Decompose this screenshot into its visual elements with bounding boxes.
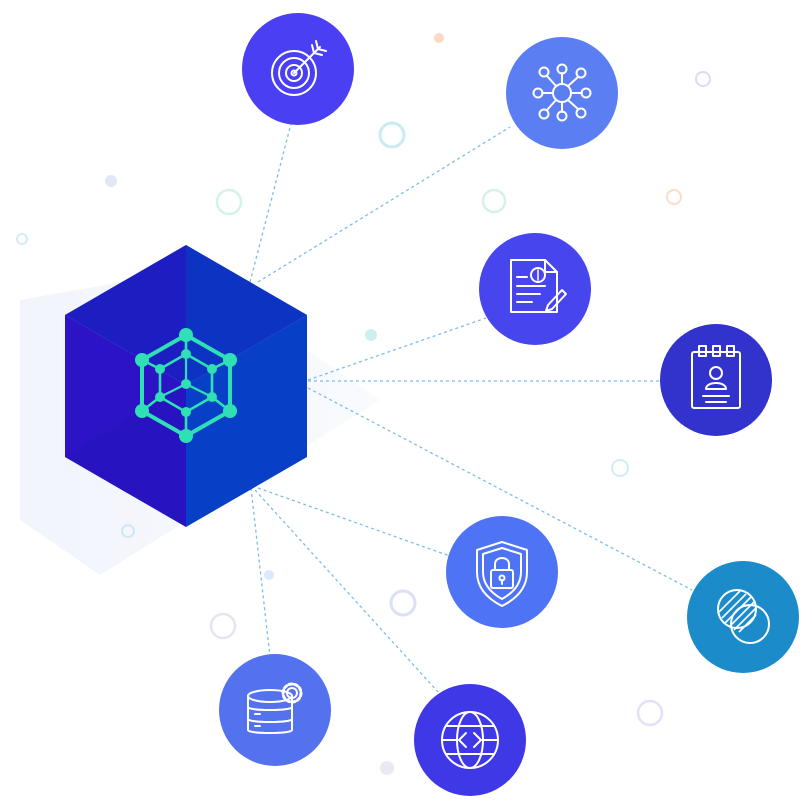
connector-network — [257, 126, 511, 283]
node-database — [219, 654, 331, 766]
connector-shield — [257, 487, 451, 557]
ring-gray — [209, 612, 237, 640]
node-circles — [687, 561, 799, 673]
ring-sky — [611, 459, 629, 477]
signed-invoice-icon — [510, 259, 567, 313]
connector-lines — [249, 119, 693, 693]
ring-sky-2 — [121, 524, 135, 538]
connector-circles — [307, 387, 693, 591]
ring-lilac-2 — [636, 699, 664, 727]
decorative-dots — [16, 33, 711, 775]
central-hub — [65, 245, 307, 527]
dot-peach — [434, 33, 444, 43]
node-profile — [660, 324, 772, 436]
ring-small — [16, 233, 28, 245]
hub-network-icon — [532, 63, 592, 122]
connector-invoice — [307, 317, 487, 381]
node-target — [242, 13, 354, 125]
connector-database — [250, 487, 271, 658]
ring-mint-2 — [481, 188, 507, 214]
dot-lilac — [105, 175, 117, 187]
network-cube-icon — [135, 328, 237, 443]
ring-lilac — [389, 589, 417, 617]
shield-lock-icon — [476, 541, 528, 607]
node-network — [506, 37, 618, 149]
profile-notepad-icon — [691, 345, 741, 409]
database-gear-icon — [247, 682, 303, 734]
overlapping-circles-icon — [717, 589, 770, 644]
node-shield — [446, 516, 558, 628]
node-globe — [414, 684, 526, 796]
ring-peach — [666, 189, 682, 205]
globe-code-icon — [441, 711, 499, 769]
dot-aqua — [365, 329, 377, 341]
ring-aqua — [378, 121, 406, 149]
target-arrow-icon — [271, 40, 327, 96]
dot-gray — [380, 761, 394, 775]
ring-mint — [215, 188, 243, 216]
node-invoice — [479, 233, 591, 345]
dot-sky — [264, 570, 274, 580]
ring-lavender — [695, 71, 711, 87]
connector-target — [249, 119, 293, 283]
